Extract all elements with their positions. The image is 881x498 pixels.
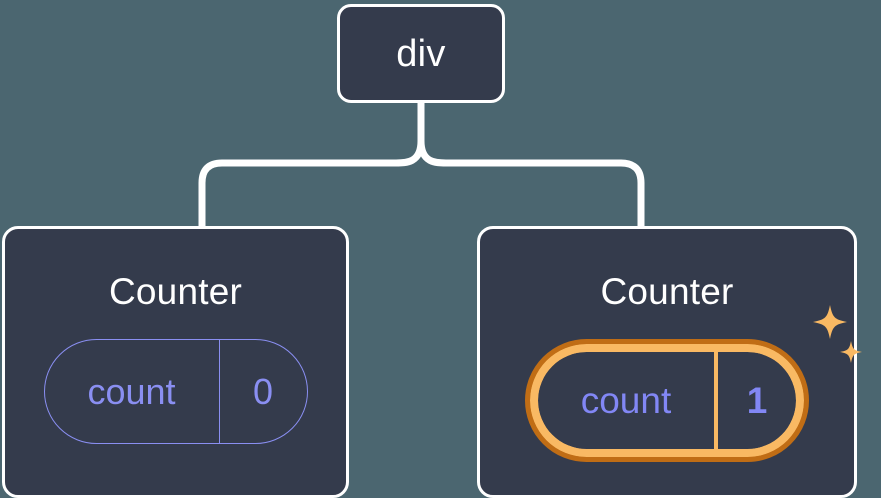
state-pill-wrapper-left: count 0 bbox=[43, 339, 308, 444]
state-pill-left[interactable]: count 0 bbox=[43, 339, 308, 444]
sparkle-large-icon bbox=[813, 305, 847, 339]
state-value-left: 0 bbox=[218, 340, 307, 443]
state-pill-right-face: count 1 bbox=[538, 352, 796, 449]
state-pill-right[interactable]: count 1 bbox=[525, 339, 809, 462]
sparkle-small-icon bbox=[840, 341, 862, 363]
sparkles-icon bbox=[813, 305, 862, 363]
node-counter-right[interactable]: Counter count 1 bbox=[477, 226, 862, 498]
node-div-label: div bbox=[396, 32, 446, 75]
state-pill-wrapper-right: count 1 bbox=[525, 305, 862, 462]
state-value-right: 1 bbox=[714, 352, 796, 449]
node-div[interactable]: div bbox=[337, 4, 505, 103]
node-counter-left[interactable]: Counter count 0 bbox=[2, 226, 349, 498]
connector-branch-left bbox=[198, 137, 425, 233]
node-counter-left-label: Counter bbox=[108, 271, 243, 312]
node-counter-right-label: Counter bbox=[600, 271, 734, 312]
state-key-right: count bbox=[580, 380, 672, 421]
state-pill-right-ring: count 1 bbox=[530, 344, 804, 457]
connector-branch-right bbox=[417, 137, 645, 233]
state-key-left: count bbox=[87, 370, 176, 412]
